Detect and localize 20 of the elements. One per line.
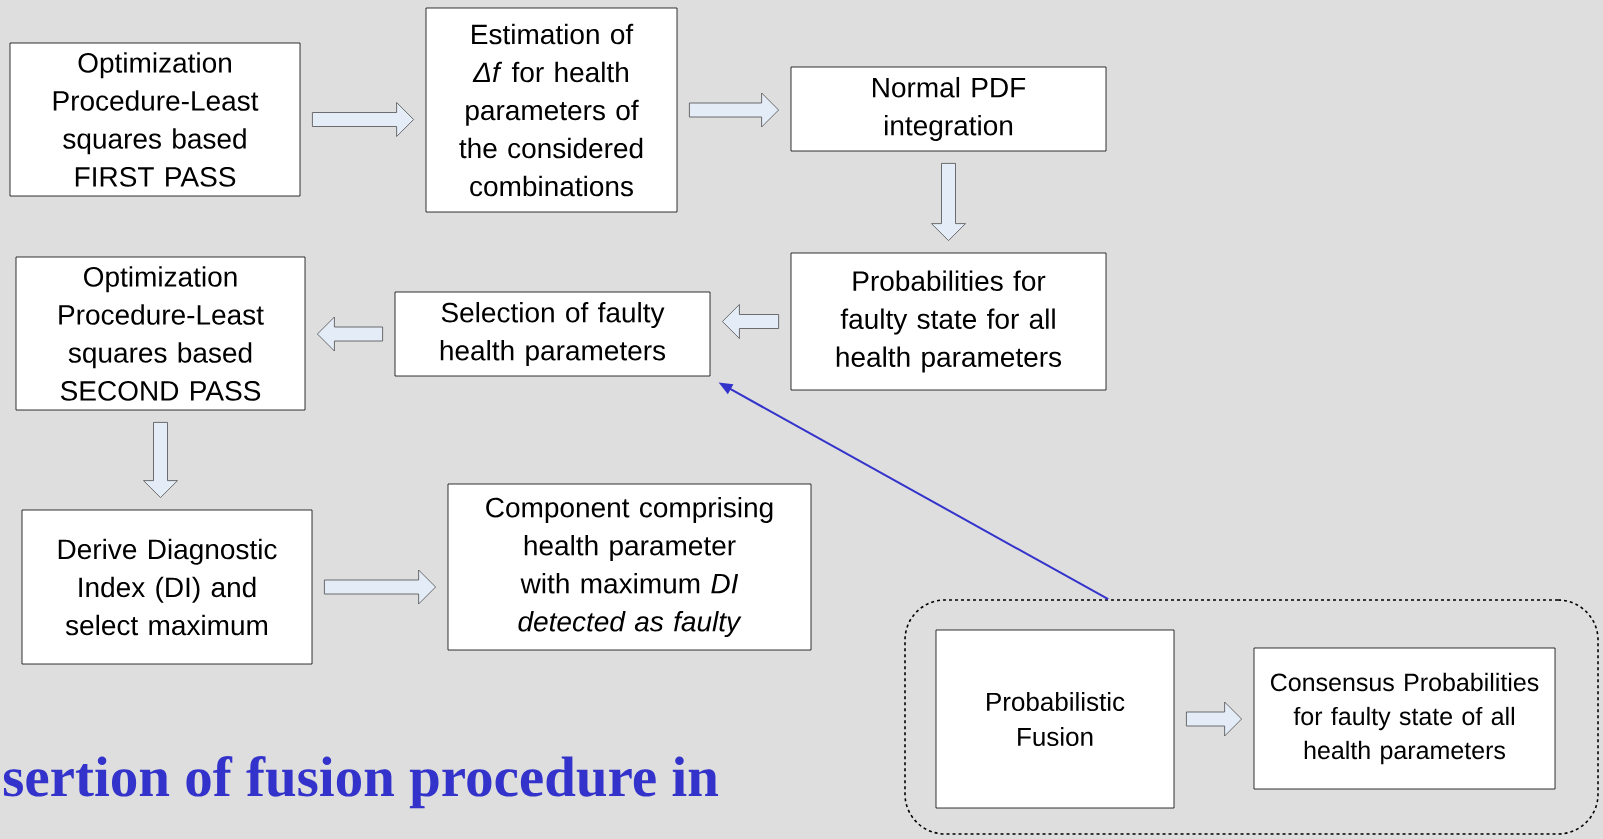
block-arrow — [1186, 701, 1242, 737]
block-arrow — [689, 92, 779, 128]
process-box: Probabilities for faulty state for all health parameters — [790, 252, 1107, 391]
block-arrow — [143, 422, 178, 498]
process-box: Optimization Procedure-Least squares based FIRST PASS — [9, 42, 301, 197]
title: sertion of fusion procedure in — [3, 755, 719, 809]
process-box: Consensus Probabilities for faulty state of all health parameters — [1253, 647, 1556, 790]
block-arrow — [324, 569, 436, 605]
process-box: Component comprising health parameter with maximum DI detected as faulty — [447, 483, 812, 651]
process-box: Estimation of Δf for health parameters of the considered combinations — [425, 7, 678, 213]
block-arrow — [312, 102, 414, 137]
block-arrow — [722, 304, 779, 339]
process-box: Probabilistic Fusion — [935, 629, 1175, 809]
dashed-group-frame — [904, 599, 1599, 835]
process-box: Derive Diagnostic Index (DI) and select maximum — [21, 509, 313, 665]
process-box: Normal PDF integration — [790, 66, 1107, 152]
block-arrow — [931, 163, 966, 241]
block-arrow — [317, 316, 383, 352]
process-box: Selection of faulty health parameters — [394, 291, 711, 377]
process-box: Optimization Procedure-Least squares based SECOND PASS — [15, 256, 306, 411]
